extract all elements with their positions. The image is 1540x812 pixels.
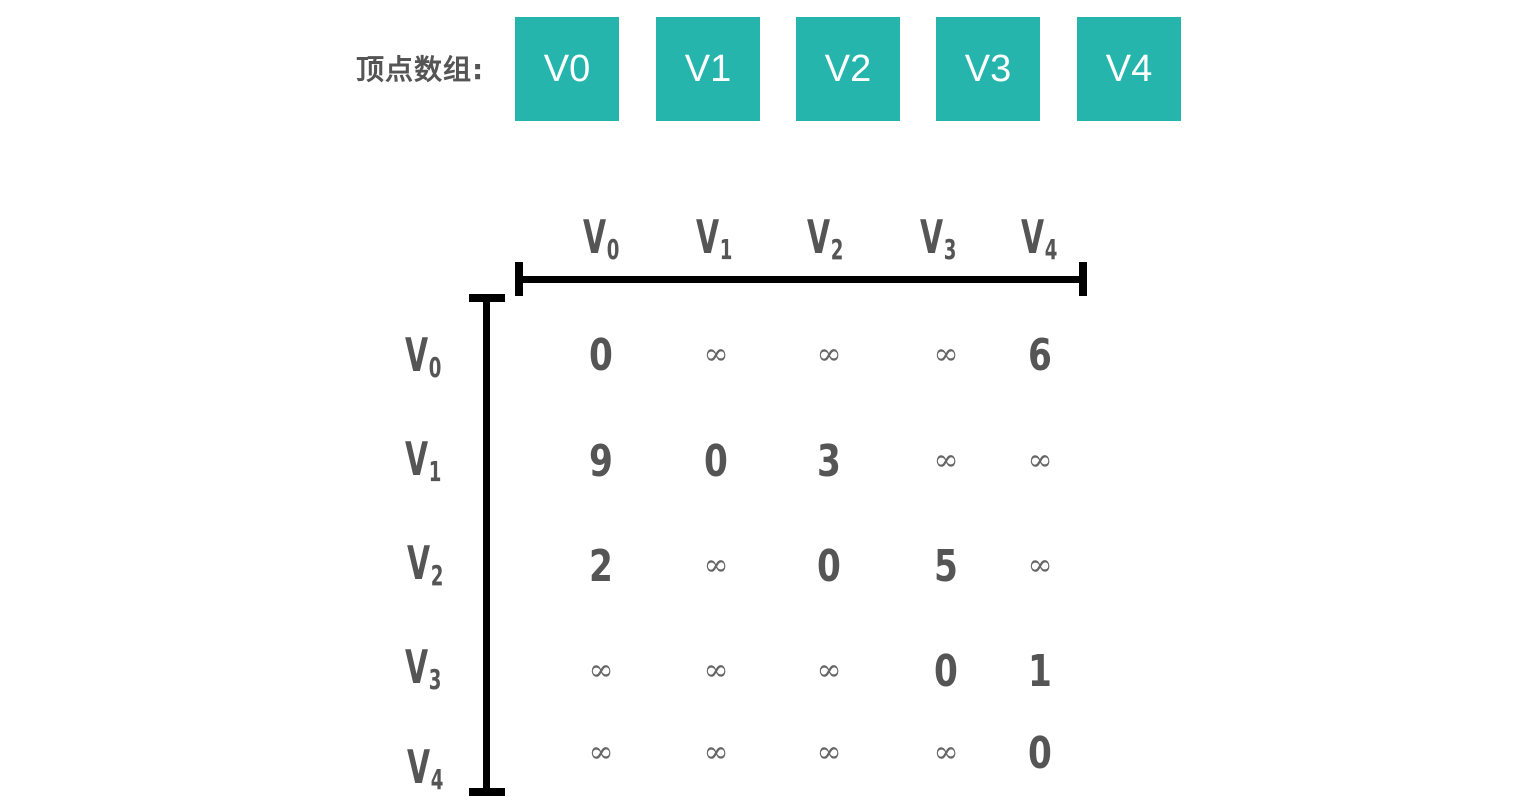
matrix-cell-r3-c2: ∞ [816,653,842,688]
col-header-v1: V1 [696,210,733,266]
matrix-cell-r0-c1: ∞ [703,337,729,372]
col-header-v2: V2 [807,210,844,266]
col-header-v4: V4 [1021,210,1058,266]
matrix-cell-r4-c3: ∞ [933,735,959,770]
matrix-cell-r3-c1: ∞ [703,653,729,688]
row-header-v1: V1 [405,432,442,488]
matrix-top-bracket-left-cap [515,262,523,296]
row-header-v0: V0 [405,328,442,384]
matrix-cell-r3-c4: 1 [1028,646,1052,697]
vertex-box-0: V0 [515,17,619,121]
matrix-cell-r2-c1: ∞ [703,548,729,583]
matrix-cell-r1-c2: 3 [817,436,841,487]
matrix-cell-r4-c4: 0 [1028,728,1052,779]
matrix-cell-r4-c2: ∞ [816,735,842,770]
matrix-left-bracket-top-cap [469,294,505,302]
matrix-cell-r2-c3: 5 [934,541,958,592]
row-header-v2: V2 [407,536,444,592]
matrix-cell-r0-c2: ∞ [816,337,842,372]
matrix-cell-r1-c1: 0 [704,436,728,487]
matrix-cell-r1-c0: 9 [589,436,613,487]
vertex-box-4: V4 [1077,17,1181,121]
matrix-cell-r2-c2: 0 [817,541,841,592]
col-header-v3: V3 [920,210,957,266]
vertex-array-label: 顶点数组: [356,53,485,86]
matrix-cell-r2-c4: ∞ [1027,548,1053,583]
matrix-cell-r0-c0: 0 [589,330,613,381]
matrix-cell-r1-c4: ∞ [1027,443,1053,478]
matrix-cell-r3-c3: 0 [934,646,958,697]
vertex-box-3: V3 [936,17,1040,121]
matrix-left-bracket-bar [483,296,490,794]
matrix-cell-r1-c3: ∞ [933,443,959,478]
vertex-box-2: V2 [796,17,900,121]
row-header-v4: V4 [407,740,444,796]
matrix-cell-r0-c3: ∞ [933,337,959,372]
matrix-cell-r4-c1: ∞ [703,735,729,770]
row-header-v3: V3 [405,640,442,696]
matrix-top-bracket-right-cap [1079,262,1087,296]
matrix-left-bracket-bottom-cap [469,788,505,796]
vertex-box-1: V1 [656,17,760,121]
matrix-top-bracket-bar [517,276,1085,283]
matrix-cell-r0-c4: 6 [1028,330,1052,381]
matrix-cell-r2-c0: 2 [589,541,613,592]
matrix-cell-r3-c0: ∞ [588,653,614,688]
matrix-cell-r4-c0: ∞ [588,735,614,770]
col-header-v0: V0 [583,210,620,266]
